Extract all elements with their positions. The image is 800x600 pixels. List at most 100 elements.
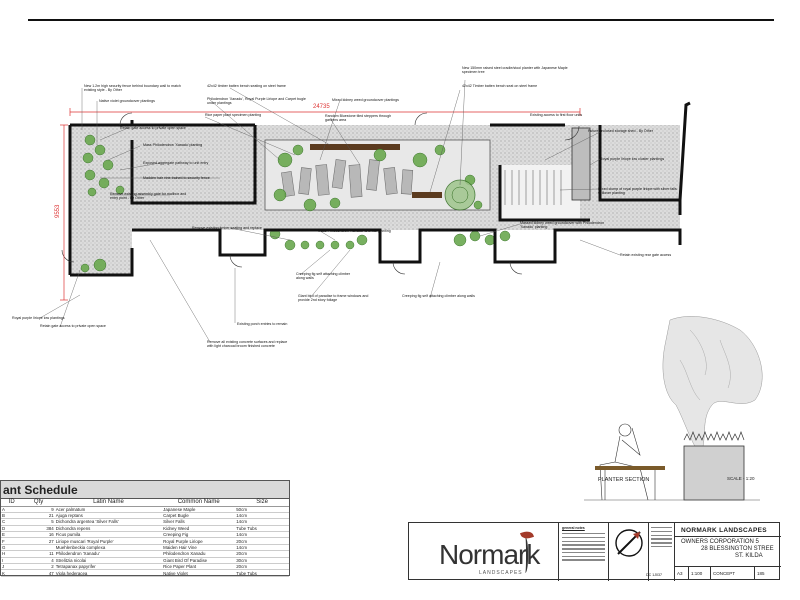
storage-shed — [571, 127, 591, 201]
cell-latin: Liriope muscari 'Royal Purple' — [54, 537, 163, 545]
cell-common: Maiden Hair Vine — [162, 544, 236, 552]
cell-latin: Viola hederacea — [54, 569, 163, 577]
plan-note: Remove existing timber seating and repla… — [192, 226, 262, 230]
cell-latin: Dichondra repens — [54, 525, 163, 533]
cell-qty: 2 — [22, 563, 55, 571]
bluestone-steppers — [281, 159, 414, 198]
drawing-info-row: A3 1:100 CONCEPT 185 — [675, 567, 781, 580]
plan-note: Royal purple liriope low cluster plantin… — [600, 157, 665, 161]
cell-latin: Muehlenbeckia complexa — [54, 544, 163, 552]
plan-note: Rice paper plant specimen planting — [205, 113, 262, 117]
plan-note: Royal purple liriope low plantings — [12, 316, 65, 320]
cell-latin: Ficus pumila — [54, 531, 163, 539]
project-info: NORMARK LANDSCAPES OWNERS CORPORATION 5 … — [675, 523, 781, 581]
cell-latin: Strelitzia nicolai — [54, 557, 163, 565]
planter-section-drawing — [584, 316, 763, 501]
plan-note: New 150mm raised steel cradle/stool plan… — [462, 66, 568, 75]
door-arcs — [61, 112, 580, 275]
plant-schedule: ant Schedule ID Qty Latin Name Common Na… — [0, 480, 290, 577]
plan-note: Creeping fig self attaching climber alon… — [402, 294, 475, 298]
header-latin: Latin Name — [54, 499, 163, 507]
title-block: Normark LANDSCAPES general notes NORMARK… — [408, 522, 781, 581]
cell-latin: Tetrapanax papyrifer — [54, 563, 163, 571]
plan-note: Retain existing rear gate access — [620, 253, 672, 257]
drawing-scale: 1:100 — [689, 567, 711, 580]
client-line-3: ST. KILDA — [735, 553, 763, 559]
cell-qty: 5 — [22, 518, 55, 526]
plantings — [80, 134, 511, 273]
plan-note: Mixed clump of royal purple liriope with… — [598, 187, 677, 196]
plan-note: Philodendron 'Xanadu', Royal Purple Liri… — [207, 97, 306, 106]
cell-common: Rice Paper Plant — [162, 563, 236, 571]
header-common: Common Name — [162, 499, 236, 507]
cell-qty: 9 — [22, 506, 55, 513]
cell-size: 30cm — [235, 557, 289, 565]
timber-bench-1 — [310, 144, 400, 150]
stairs — [504, 170, 562, 205]
width-dimension: 24735 — [313, 104, 330, 110]
plan-note: Future enclosed storage shed - By Other — [588, 129, 653, 133]
cell-common: Japanese Maple — [162, 506, 236, 513]
revision-panel — [649, 523, 675, 581]
cell-size: 20cm — [235, 550, 289, 558]
walls — [68, 120, 682, 277]
sheet-number: 185 — [757, 571, 765, 576]
cell-qty: 4 — [22, 557, 55, 565]
plan-note: Creeping fig self attaching climber alon… — [296, 272, 351, 281]
cell-latin: Acer palmatum — [54, 506, 163, 513]
cell-qty: 21 — [22, 512, 55, 520]
drawing-ref: DC 1J037 — [646, 573, 662, 577]
cell-size: Tube Tubs — [235, 569, 289, 577]
plan-note: 42x42 Timber batten bench seat on steel … — [462, 84, 538, 88]
cell-id: C — [1, 518, 23, 526]
north-point — [609, 523, 649, 581]
plan-note: Giant bird of paradise to frame windows … — [298, 294, 369, 303]
cell-id: K — [1, 569, 23, 577]
cell-id: I — [1, 557, 23, 565]
plan-note: Massed kidney weed groundcover with Phil… — [520, 221, 605, 230]
cell-id: D — [1, 525, 23, 533]
plan-note: Existing access to first floor units — [530, 113, 583, 117]
cell-qty: 16 — [22, 531, 55, 539]
plan-note: Mixed kidney weed groundcover plantings — [332, 98, 399, 102]
plan-note: Existing porch entries to remain — [237, 322, 288, 326]
plan-note: 42x42 timber batten bench seating on ste… — [207, 84, 286, 88]
cell-common: Silver Falls — [162, 518, 236, 526]
company-logo: Normark LANDSCAPES — [409, 523, 559, 581]
plan-note: Remove existing assembly gate for mailbo… — [110, 192, 187, 201]
timber-bench-2 — [412, 192, 442, 198]
cell-id: E — [1, 531, 23, 539]
drawing-stage: CONCEPT — [711, 567, 755, 580]
cell-size: 14cm — [235, 518, 289, 526]
header-qty: Qty — [22, 499, 55, 507]
sheet-size: A3 — [675, 567, 689, 580]
cell-qty — [22, 544, 55, 552]
plan-note: New 1.2m high security fence behind boun… — [84, 84, 181, 93]
cell-id: G — [1, 544, 23, 552]
client-info: OWNERS CORPORATION 5 28 BLESSINGTON STRE… — [675, 537, 781, 567]
cell-common: Kidney Weed — [162, 525, 236, 533]
plan-note: Random Bluestone tiled steppers through … — [325, 114, 392, 123]
cell-latin: Dichondra argentea 'Silver Falls' — [54, 518, 163, 526]
cell-size: 20cm — [235, 537, 289, 545]
cell-id: J — [1, 563, 23, 571]
cell-id: B — [1, 512, 23, 520]
cell-common: Carpet Bugle — [162, 512, 236, 520]
plan-note: Mass Philodendron 'Xanadu' planting — [143, 143, 203, 147]
cell-size: 14cm — [235, 512, 289, 520]
cell-common: Native Violet — [162, 569, 236, 577]
